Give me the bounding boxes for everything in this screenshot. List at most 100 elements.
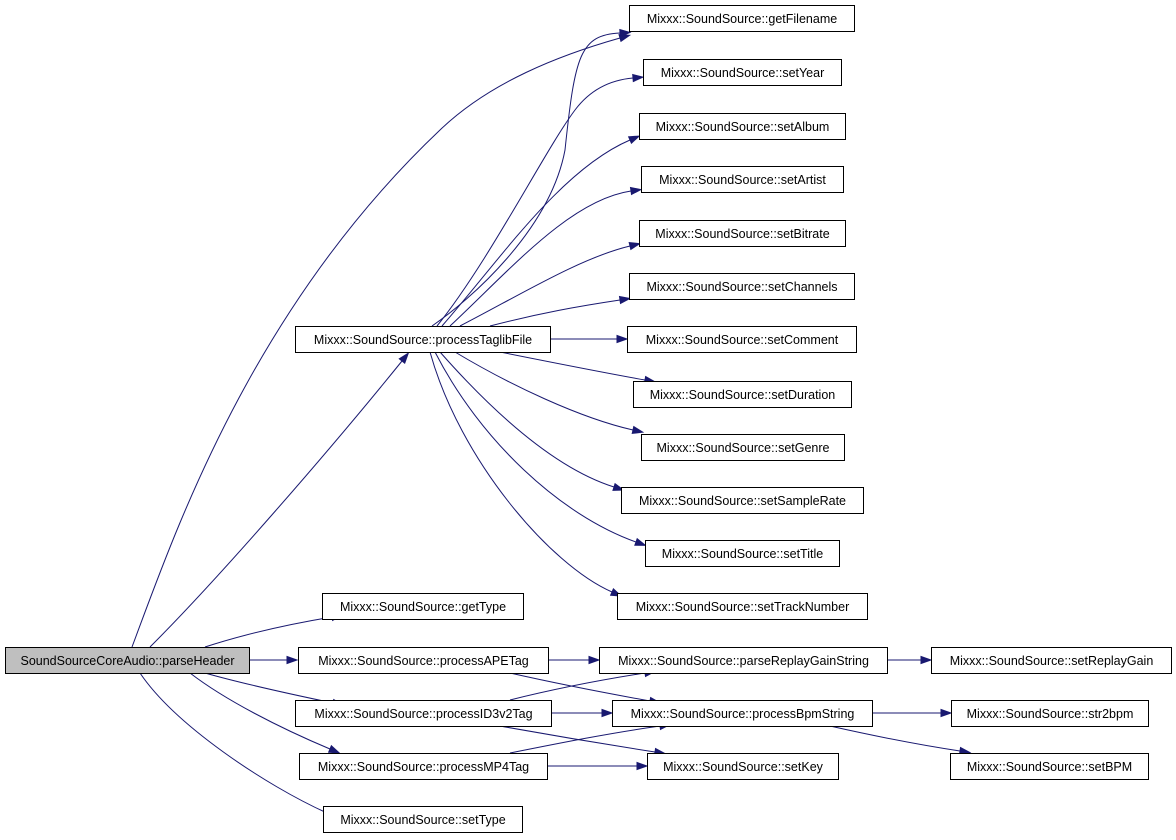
node-processTaglibFile[interactable]: Mixxx::SoundSource::processTaglibFile [295, 326, 551, 353]
node-box [627, 326, 857, 353]
edge-processAPETag-to-parseReplayGainString [548, 655, 601, 665]
arrowhead [940, 708, 953, 718]
edge-line [459, 245, 631, 327]
node-setArtist[interactable]: Mixxx::SoundSource::setArtist [641, 166, 844, 193]
node-box [951, 700, 1149, 727]
arrowhead [588, 655, 601, 665]
edge-line [149, 360, 403, 648]
edge-processTaglibFile-to-setYear [436, 73, 645, 327]
edge-line [489, 299, 621, 327]
node-setBitrate[interactable]: Mixxx::SoundSource::setBitrate [639, 220, 846, 247]
edge-root-to-processTaglibFile [149, 352, 410, 648]
node-label: Mixxx::SoundSource::setReplayGain [950, 654, 1154, 668]
edge-line [441, 139, 631, 327]
node-setSampleRate[interactable]: Mixxx::SoundSource::setSampleRate [621, 487, 864, 514]
node-setDuration[interactable]: Mixxx::SoundSource::setDuration [633, 381, 852, 408]
edge-root-to-processAPETag [249, 655, 299, 665]
node-box [931, 647, 1172, 674]
node-getType[interactable]: Mixxx::SoundSource::getType [322, 593, 524, 620]
edge-root-to-setType [139, 672, 338, 818]
arrowhead [618, 295, 632, 305]
edge-line [431, 32, 621, 327]
node-label: Mixxx::SoundSource::processAPETag [318, 654, 529, 668]
node-str2bpm[interactable]: Mixxx::SoundSource::str2bpm [951, 700, 1149, 727]
node-setGenre[interactable]: Mixxx::SoundSource::setGenre [641, 434, 845, 461]
node-setTrackNumber[interactable]: Mixxx::SoundSource::setTrackNumber [617, 593, 868, 620]
node-label: Mixxx::SoundSource::setAlbum [656, 120, 830, 134]
node-label: Mixxx::SoundSource::setTitle [662, 547, 823, 561]
edge-processMP4Tag-to-processBpmString [509, 721, 672, 754]
node-processID3v2Tag[interactable]: Mixxx::SoundSource::processID3v2Tag [295, 700, 552, 727]
edge-processBpmString-to-setBPM [829, 725, 972, 756]
node-box [643, 59, 842, 86]
arrowhead [631, 425, 645, 434]
node-setAlbum[interactable]: Mixxx::SoundSource::setAlbum [639, 113, 846, 140]
edge-processTaglibFile-to-setSampleRate [439, 351, 625, 491]
edge-processAPETag-to-processBpmString [509, 672, 662, 706]
call-edges [131, 28, 972, 818]
node-setKey[interactable]: Mixxx::SoundSource::setKey [647, 753, 839, 780]
edge-line [139, 672, 328, 814]
edge-line [204, 616, 333, 648]
node-box [629, 5, 855, 32]
node-label: SoundSourceCoreAudio::parseHeader [20, 654, 234, 668]
node-box [641, 434, 845, 461]
arrowhead [627, 135, 641, 145]
node-label: Mixxx::SoundSource::getFilename [647, 12, 837, 26]
edge-processTaglibFile-to-setArtist [449, 186, 643, 327]
node-setReplayGain[interactable]: Mixxx::SoundSource::setReplayGain [931, 647, 1172, 674]
edge-processTaglibFile-to-setAlbum [441, 135, 641, 327]
node-processAPETag[interactable]: Mixxx::SoundSource::processAPETag [298, 647, 549, 674]
node-label: Mixxx::SoundSource::setKey [663, 760, 824, 774]
node-getFilename[interactable]: Mixxx::SoundSource::getFilename [629, 5, 855, 32]
node-setYear[interactable]: Mixxx::SoundSource::setYear [643, 59, 842, 86]
edge-processBpmString-to-str2bpm [872, 708, 953, 718]
arrowhead [601, 708, 614, 718]
node-setTitle[interactable]: Mixxx::SoundSource::setTitle [645, 540, 840, 567]
node-processMP4Tag[interactable]: Mixxx::SoundSource::processMP4Tag [299, 753, 548, 780]
edge-line [439, 351, 615, 488]
node-setBPM[interactable]: Mixxx::SoundSource::setBPM [950, 753, 1149, 780]
edge-processID3v2Tag-to-setKey [499, 725, 667, 757]
node-label: Mixxx::SoundSource::setBPM [967, 760, 1132, 774]
node-parseReplayGainString[interactable]: Mixxx::SoundSource::parseReplayGainStrin… [599, 647, 888, 674]
node-label: Mixxx::SoundSource::processMP4Tag [318, 760, 529, 774]
node-label: Mixxx::SoundSource::setYear [661, 66, 825, 80]
node-box [323, 806, 523, 833]
arrowhead [616, 334, 629, 344]
node-label: Mixxx::SoundSource::setComment [646, 333, 839, 347]
node-box [617, 593, 868, 620]
node-setComment[interactable]: Mixxx::SoundSource::setComment [627, 326, 857, 353]
node-label: Mixxx::SoundSource::processTaglibFile [314, 333, 532, 347]
node-box [647, 753, 839, 780]
node-root[interactable]: SoundSourceCoreAudio::parseHeader [5, 647, 250, 674]
node-setChannels[interactable]: Mixxx::SoundSource::setChannels [629, 273, 855, 300]
node-box [639, 220, 846, 247]
edge-processTaglibFile-to-setComment [550, 334, 629, 344]
arrowhead [920, 655, 933, 665]
arrowhead [327, 744, 341, 754]
node-label: Mixxx::SoundSource::parseReplayGainStrin… [618, 654, 869, 668]
edge-line [509, 672, 651, 702]
edge-processTaglibFile-to-setTrackNumber [429, 351, 623, 597]
node-box [950, 753, 1149, 780]
edge-line [449, 190, 632, 327]
edge-processID3v2Tag-to-processBpmString [551, 708, 614, 718]
node-label: Mixxx::SoundSource::setBitrate [655, 227, 829, 241]
edge-line [204, 672, 334, 704]
edge-processTaglibFile-to-setChannels [489, 295, 632, 327]
node-processBpmString[interactable]: Mixxx::SoundSource::processBpmString [612, 700, 873, 727]
arrowhead [636, 761, 649, 771]
edge-root-to-getType [204, 612, 344, 648]
edge-parseReplayGainString-to-setReplayGain [887, 655, 933, 665]
arrowhead [612, 482, 625, 491]
edge-line [829, 725, 961, 752]
edge-line [434, 351, 637, 543]
node-label: Mixxx::SoundSource::setGenre [657, 441, 830, 455]
node-label: Mixxx::SoundSource::setTrackNumber [636, 600, 850, 614]
edge-processTaglibFile-to-setTitle [434, 351, 647, 546]
edge-line [454, 351, 634, 431]
node-setType[interactable]: Mixxx::SoundSource::setType [323, 806, 523, 833]
edge-processTaglibFile-to-setBitrate [459, 242, 642, 327]
